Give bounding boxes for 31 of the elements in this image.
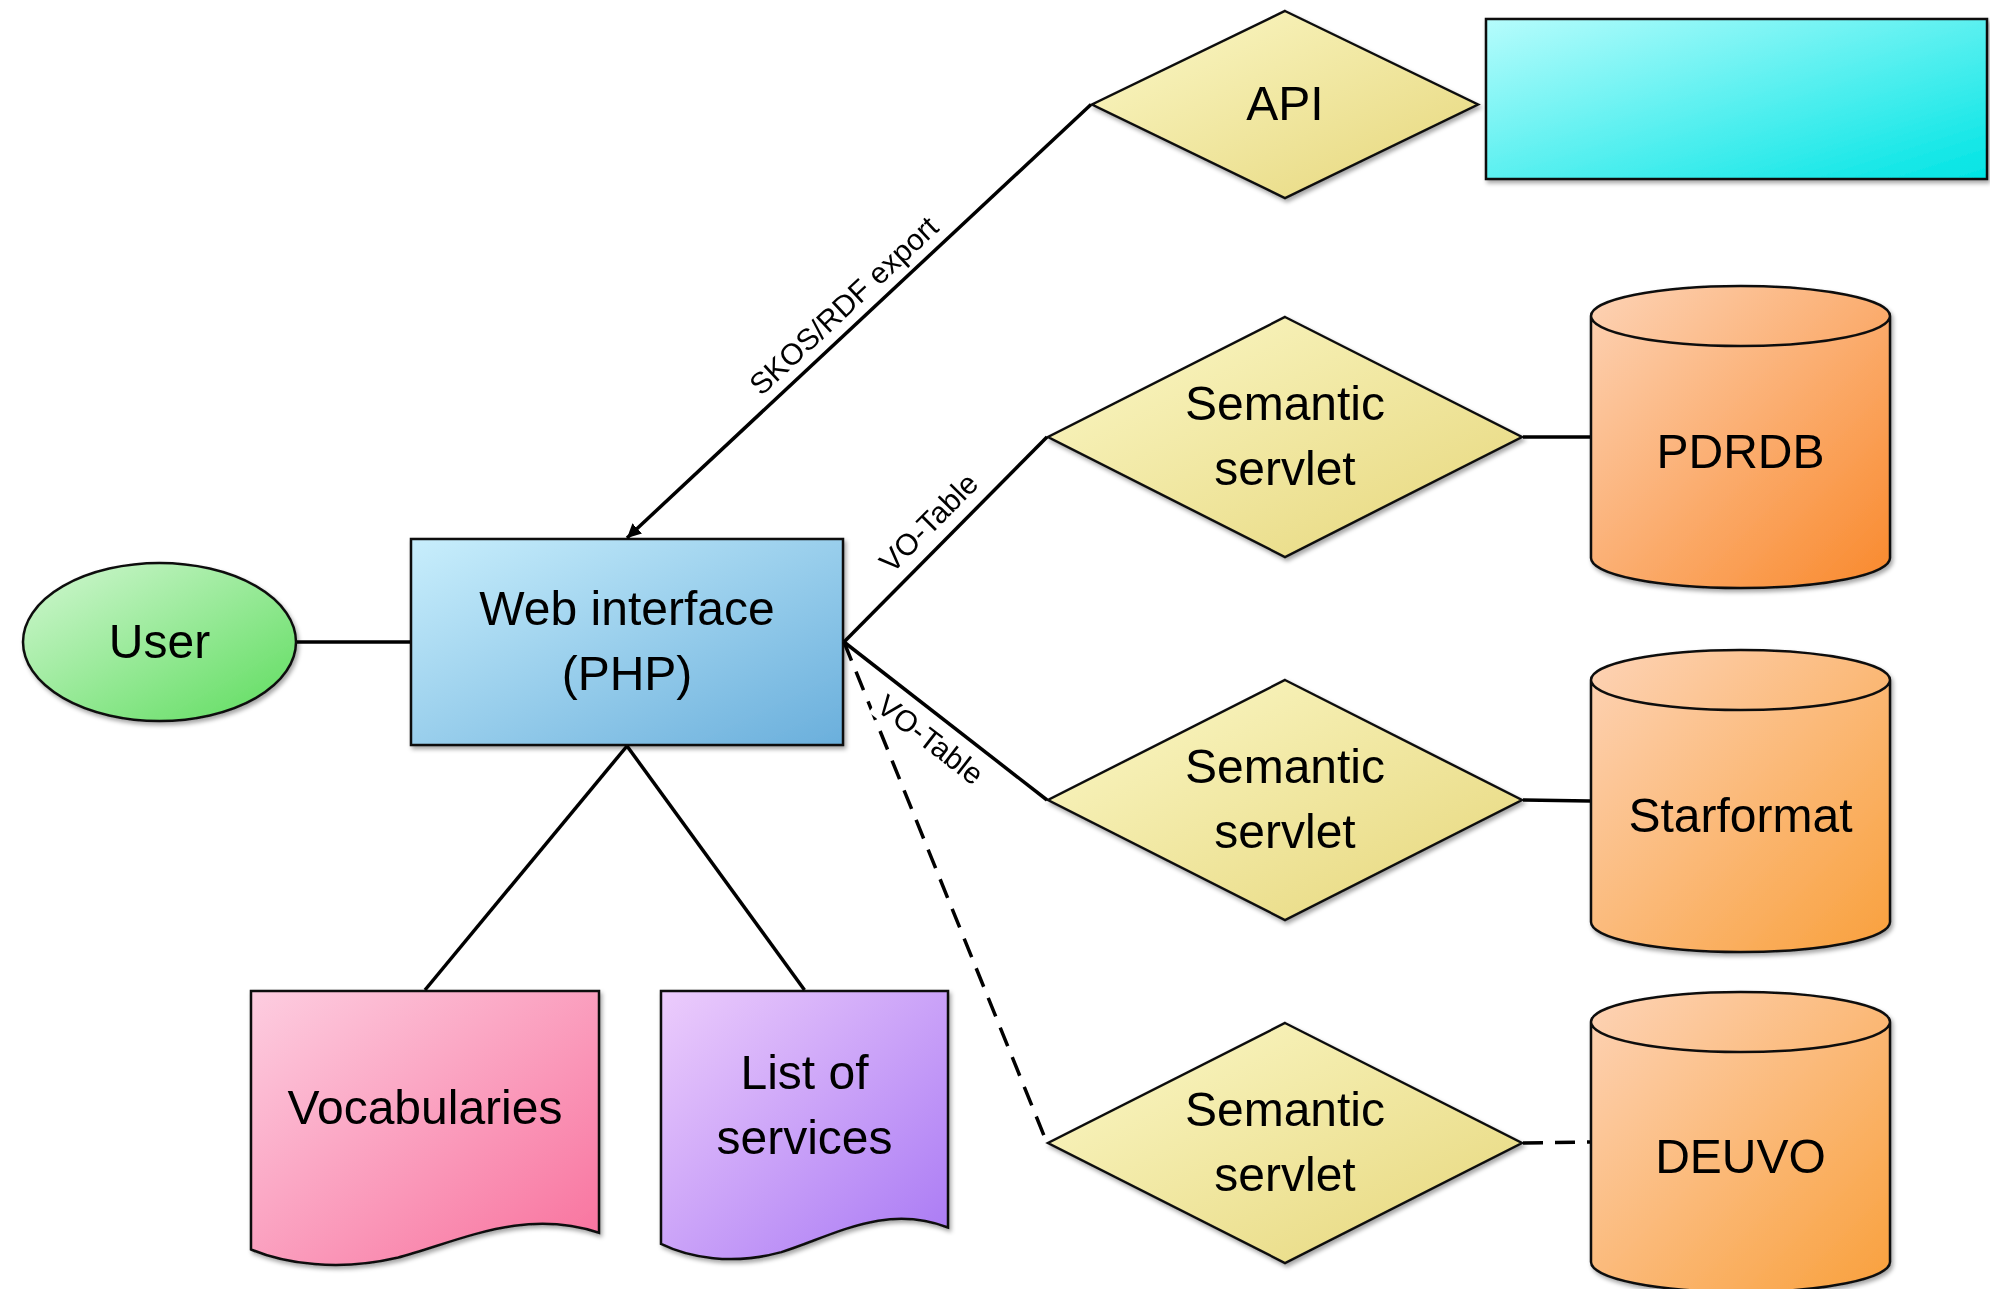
connector-line xyxy=(1523,435,1590,439)
actor-ellipse xyxy=(22,562,297,722)
database-cylinder xyxy=(1590,286,1891,588)
process-box xyxy=(1485,18,1988,180)
node-label: Semantic servlet xyxy=(1183,376,1387,497)
database-cylinder xyxy=(1590,992,1891,1289)
node-label: Vocabularies xyxy=(287,1080,563,1137)
node-label: User xyxy=(108,613,211,670)
document-shape xyxy=(660,990,949,1263)
connector-line xyxy=(625,744,806,992)
connector-line xyxy=(842,435,1049,644)
document-shape xyxy=(250,990,600,1269)
node-label: Semantic servlet xyxy=(1183,739,1387,860)
decision-diamond xyxy=(1047,316,1523,558)
arrow xyxy=(625,103,1093,540)
node-label: Semantic servlet xyxy=(1183,1082,1387,1203)
node-label: Web interface (PHP) xyxy=(478,581,776,702)
database-cylinder xyxy=(1590,650,1891,952)
decision-diamond xyxy=(1091,10,1479,199)
process-box xyxy=(410,538,844,746)
node-label: API xyxy=(1246,76,1324,133)
decision-diamond xyxy=(1047,1022,1523,1264)
connector-line xyxy=(1522,798,1591,803)
node-label: Starformat xyxy=(1628,787,1853,844)
node-label: List of services xyxy=(715,1045,894,1166)
decision-diamond xyxy=(1047,679,1523,921)
node-label: DEUVO xyxy=(1655,1128,1826,1185)
connector-line xyxy=(297,640,410,644)
connector-line xyxy=(1522,1140,1591,1145)
connector-line xyxy=(423,744,629,992)
node-label: PDRDB xyxy=(1656,423,1825,480)
